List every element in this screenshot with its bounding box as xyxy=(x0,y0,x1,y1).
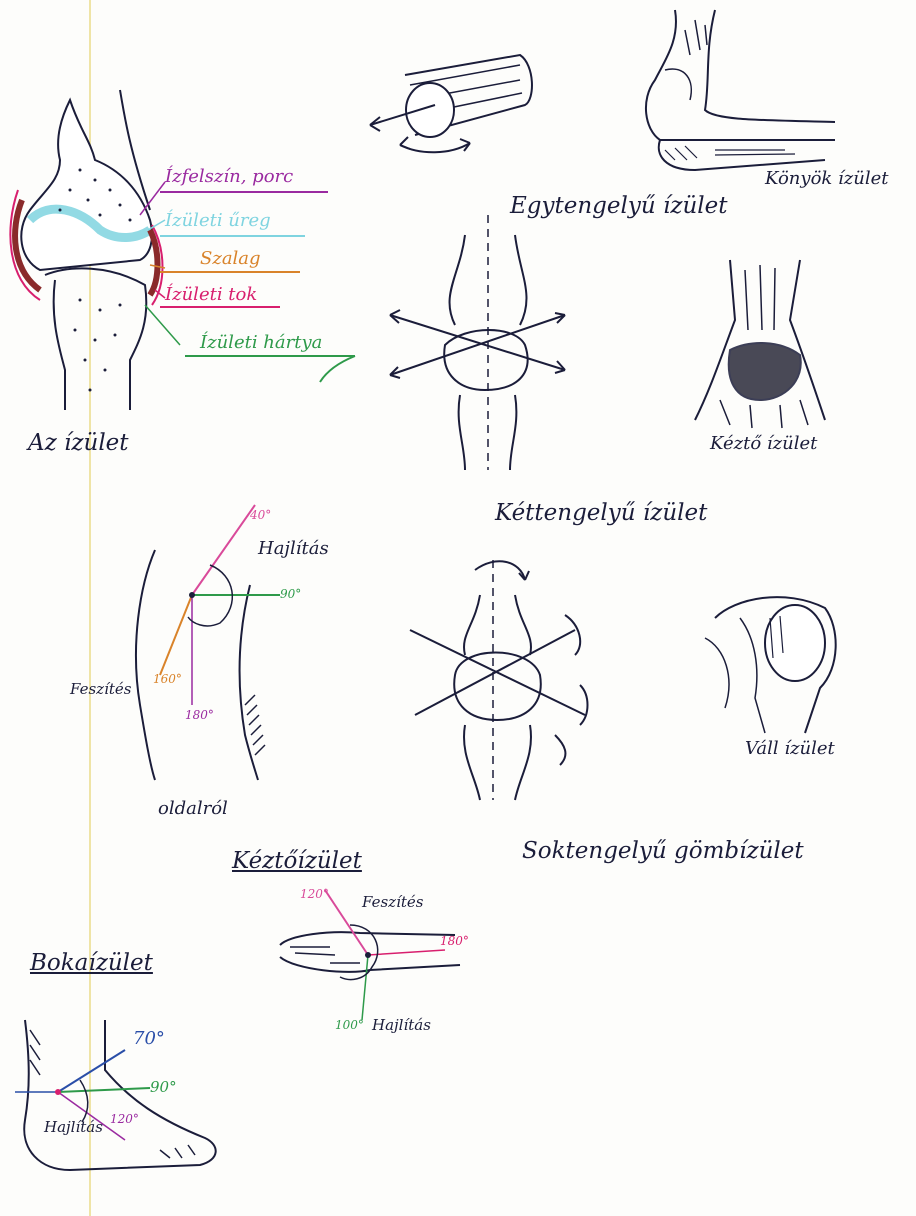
label-membrane: Ízületi hártya xyxy=(200,332,322,353)
label-ankle-70: 70° xyxy=(133,1028,165,1049)
label-wrist-120: 120° xyxy=(300,887,329,901)
underline-membrane xyxy=(185,354,360,384)
caption-ball-joint: Soktengelyű gömbízület xyxy=(522,838,804,864)
underline-capsule xyxy=(160,305,285,309)
label-ankle-90: 90° xyxy=(150,1078,177,1096)
label-knee-40: 40° xyxy=(250,508,271,522)
label-elbow-joint: Könyök ízület xyxy=(765,168,889,189)
label-capsule: Ízületi tok xyxy=(165,284,257,305)
caption-two-axis: Kéttengelyű ízület xyxy=(495,500,707,526)
wrist-joint-drawing xyxy=(690,260,830,430)
underline-ligament xyxy=(160,270,305,274)
label-shoulder-joint: Váll ízület xyxy=(745,738,835,759)
label-wrist-180: 180° xyxy=(440,934,469,948)
label-ligament: Szalag xyxy=(200,248,261,269)
label-knee-90: 90° xyxy=(280,587,301,601)
label-ankle-120: 120° xyxy=(110,1112,139,1126)
label-wrist-flexion: Hajlítás xyxy=(372,1016,431,1034)
title-wrist-motion: Kéztőízület xyxy=(232,848,362,874)
label-knee-extension: Feszítés xyxy=(70,680,131,698)
label-knee-180: 180° xyxy=(185,708,214,722)
label-side-view: oldalról xyxy=(158,798,228,819)
title-ankle-motion: Bokaízület xyxy=(30,950,153,976)
label-ankle-flexion: Hajlítás xyxy=(44,1118,103,1136)
underline-cavity xyxy=(160,234,310,238)
caption-knee: Az ízület xyxy=(28,430,129,456)
label-knee-160: 160° xyxy=(153,672,182,686)
label-wrist-joint: Kéztő ízület xyxy=(710,433,817,454)
cylinder-hinge-drawing xyxy=(360,45,540,165)
label-wrist-100: 100° xyxy=(335,1018,364,1032)
label-knee-flexion: Hajlítás xyxy=(258,538,329,559)
knee-section-drawing xyxy=(0,80,180,430)
label-joint-surface: Ízfelszín, porc xyxy=(165,166,293,187)
shoulder-joint-drawing xyxy=(695,588,845,738)
label-joint-cavity: Ízületi űreg xyxy=(165,210,271,231)
elbow-joint-drawing xyxy=(635,10,850,190)
ball-joint-drawing xyxy=(405,555,605,805)
ankle-motion-drawing xyxy=(10,1010,225,1180)
two-axis-joint-drawing xyxy=(385,215,575,475)
underline-surface xyxy=(160,190,330,194)
label-wrist-extension: Feszítés xyxy=(362,893,423,911)
